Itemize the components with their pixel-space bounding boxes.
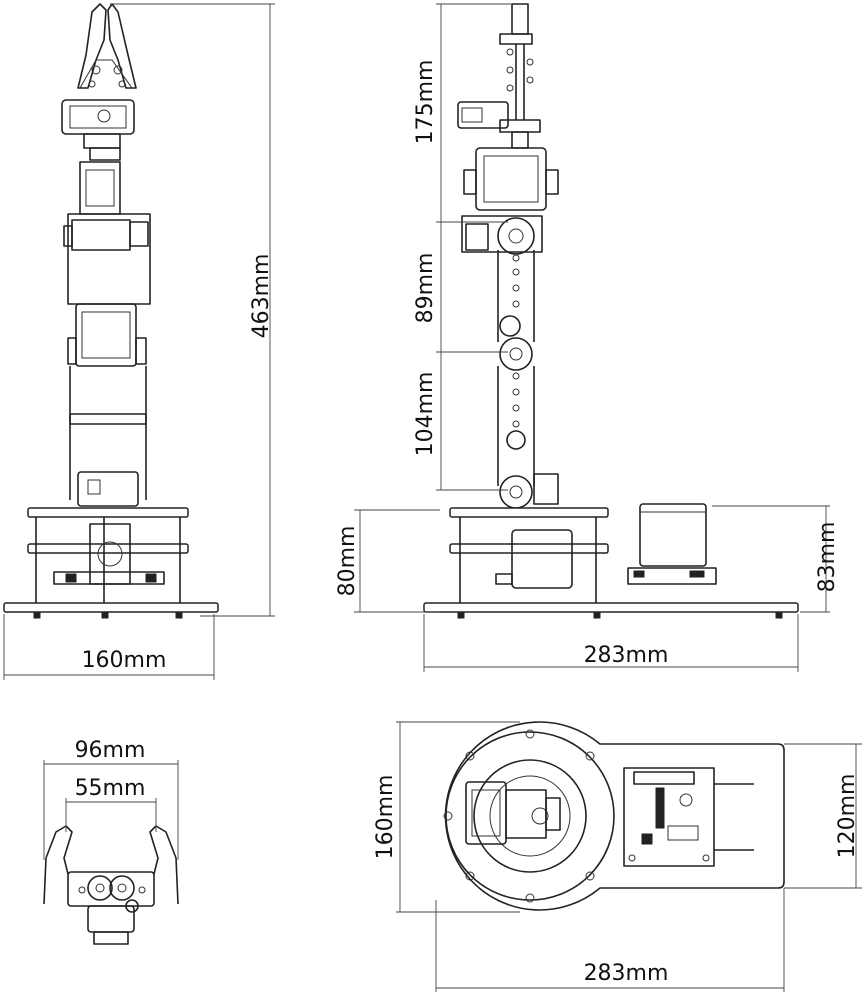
base-height-label: 80mm — [335, 526, 360, 597]
top-view — [443, 721, 785, 911]
front-width-label: 160mm — [82, 648, 167, 673]
front-height-label: 463mm — [249, 254, 274, 339]
front-view — [3, 3, 219, 619]
forearm-length-label: 175mm — [413, 60, 438, 145]
gripper-dimensions: 96mm 55mm — [43, 738, 179, 860]
side-view — [423, 3, 799, 619]
upper-arm-length-label: 89mm — [413, 253, 438, 324]
side-length-label: 283mm — [584, 643, 669, 668]
board-height-label: 83mm — [815, 522, 840, 593]
gripper-view — [43, 825, 179, 945]
top-dimensions: 160mm 120mm 283mm — [373, 721, 862, 992]
front-height-dimension: 463mm — [110, 3, 275, 617]
lower-arm-length-label: 104mm — [413, 372, 438, 457]
top-length-label: 283mm — [584, 961, 669, 986]
side-dimensions: 175mm 89mm 104mm 80mm 83mm 283mm — [335, 3, 840, 672]
front-width-dimension: 160mm — [3, 614, 215, 680]
top-board-width-label: 120mm — [835, 774, 860, 859]
top-width-label: 160mm — [373, 775, 398, 860]
gripper-open-width-label: 96mm — [75, 738, 146, 763]
gripper-inner-width-label: 55mm — [75, 776, 146, 801]
